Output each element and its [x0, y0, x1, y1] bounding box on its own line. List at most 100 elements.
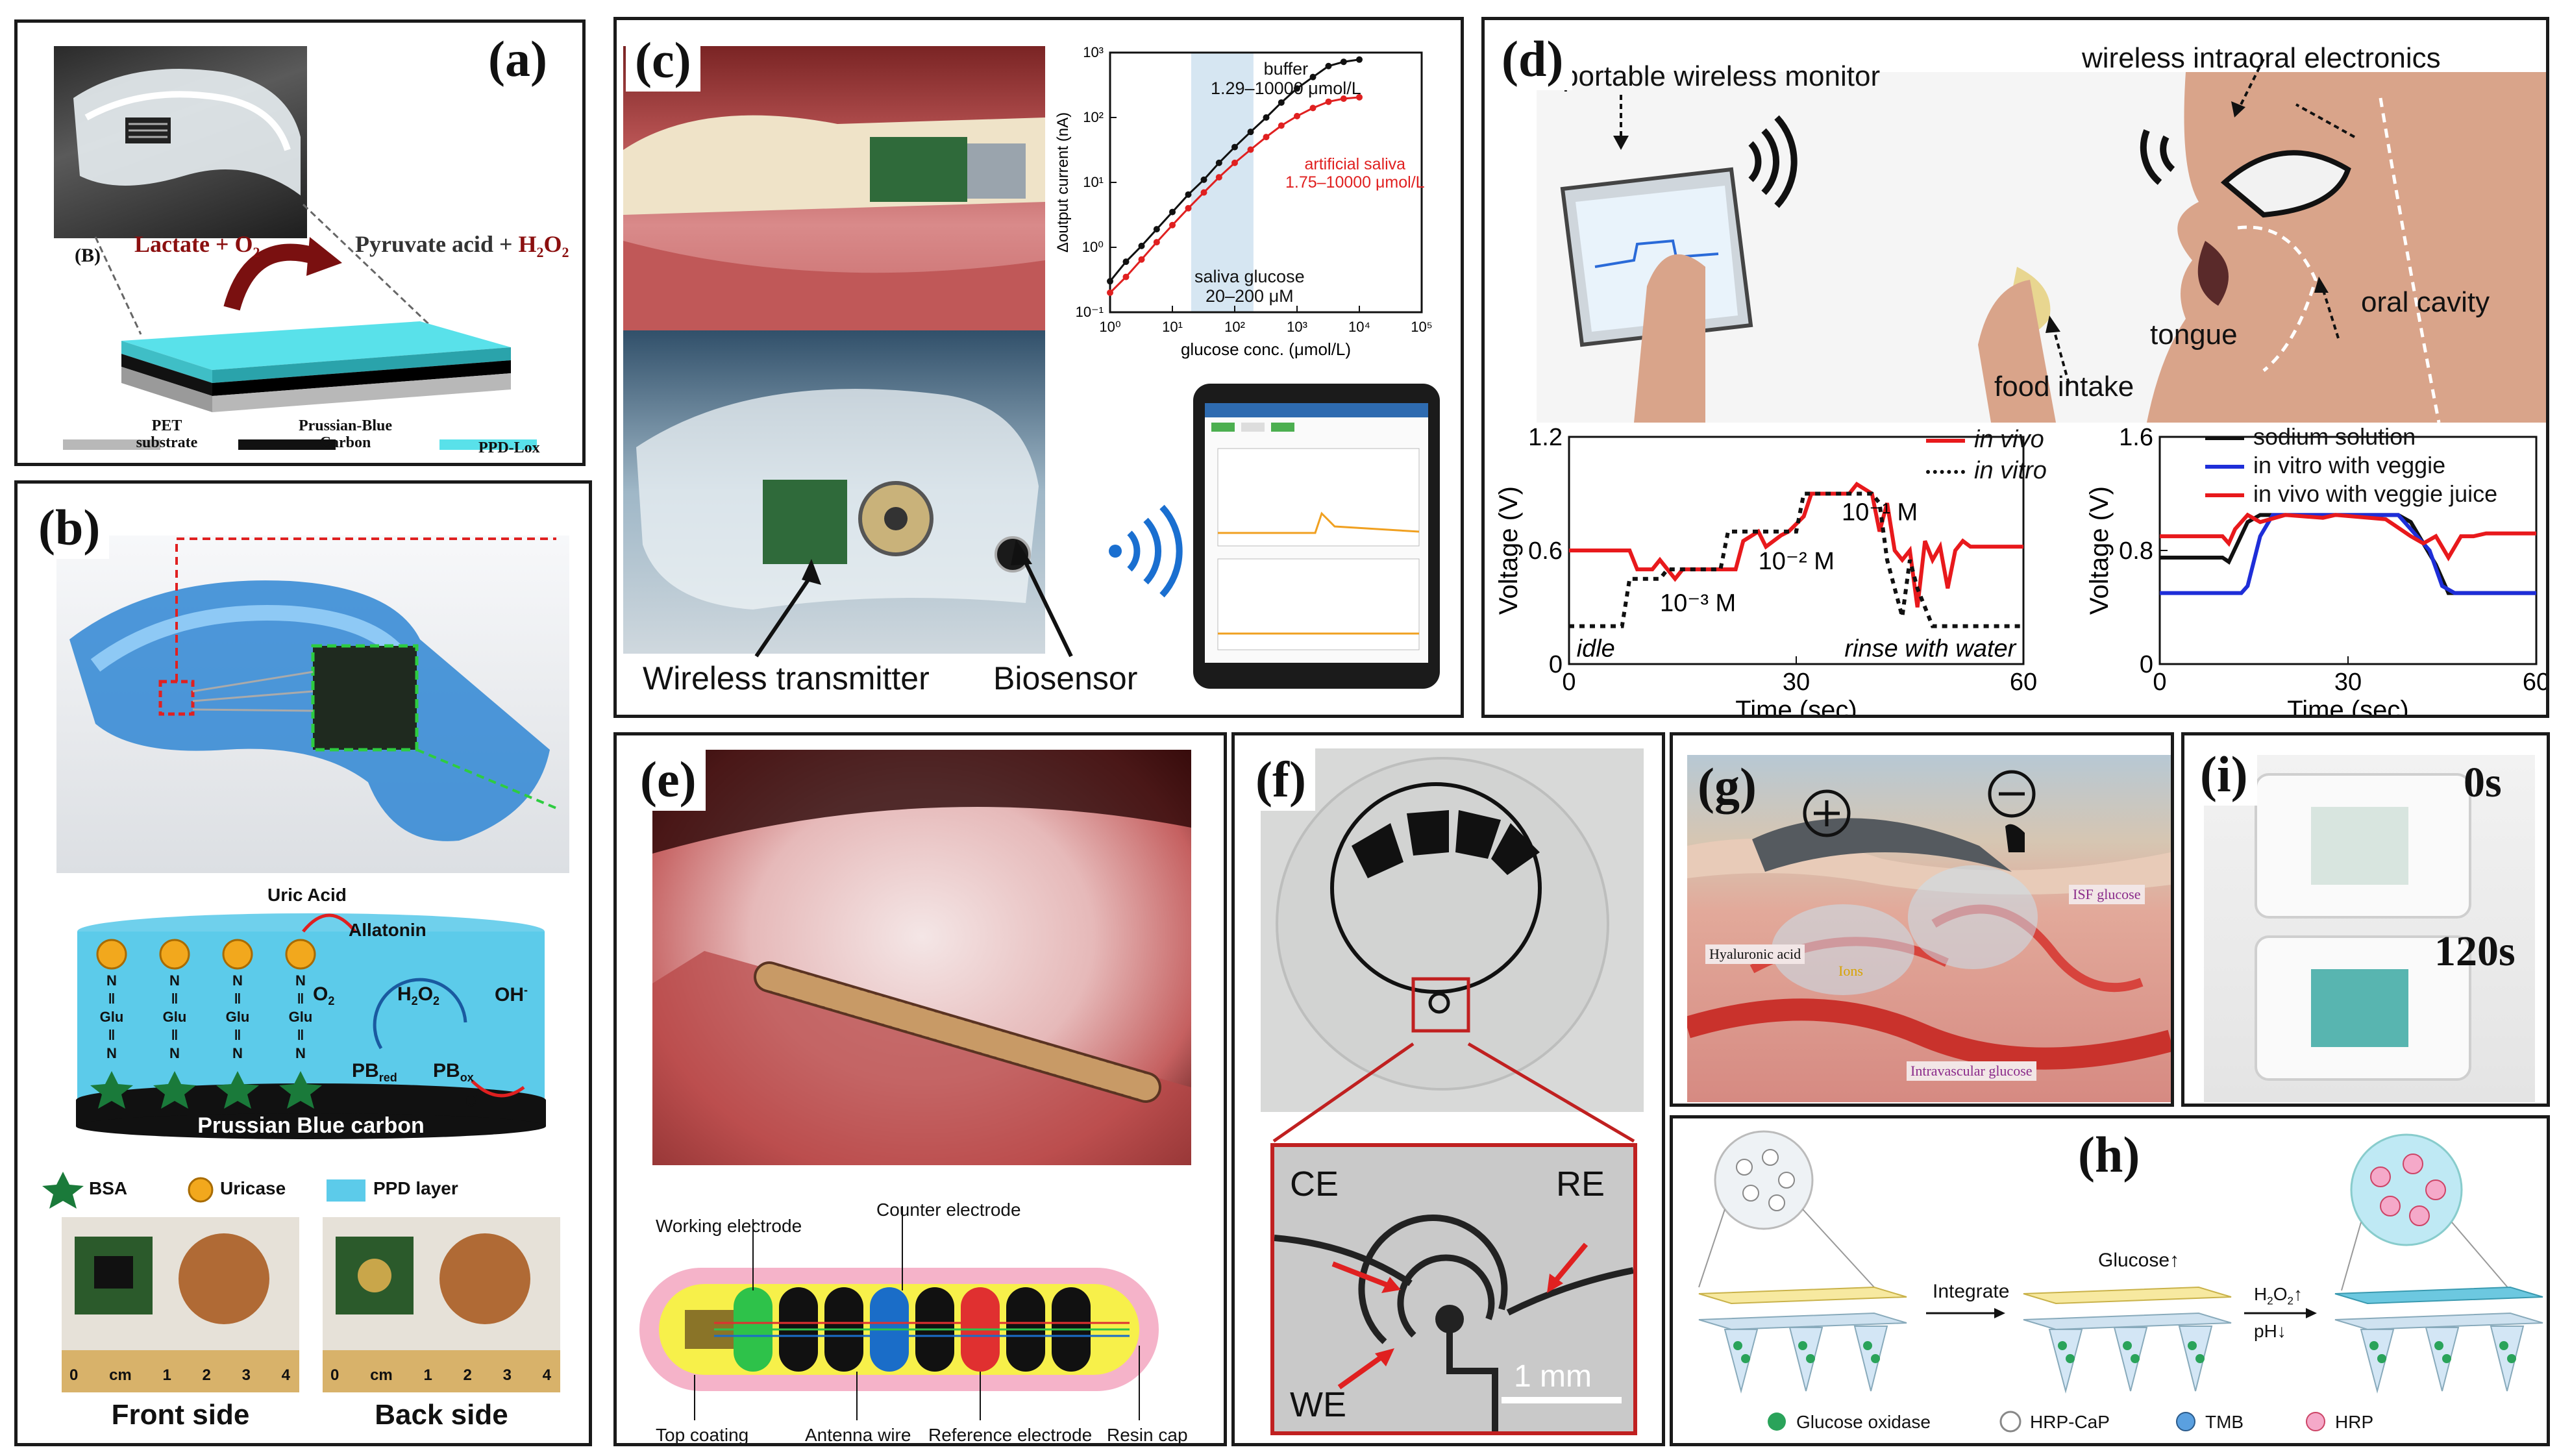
legend-pet: PET substrate — [136, 417, 198, 451]
data-point — [1138, 242, 1145, 249]
data-point — [1263, 114, 1270, 121]
pb-ox-sub: ox — [460, 1071, 474, 1084]
glucose-oxidase-icon — [1768, 1413, 1786, 1431]
h2o2-h-text: H — [2254, 1284, 2268, 1304]
data-point — [1294, 85, 1300, 92]
lens-photo — [1261, 748, 1644, 1112]
biosensor-label: Biosensor — [993, 660, 1138, 697]
data-point — [1122, 258, 1130, 265]
panel-label-d: (d) — [1492, 28, 1573, 90]
glucose-text: Glucose — [2098, 1250, 2170, 1271]
patch-120s — [2311, 969, 2408, 1047]
annotation: idle — [1577, 635, 1615, 662]
hrp-icon — [2306, 1412, 2325, 1431]
data-point — [1356, 93, 1363, 101]
tablet-screen — [1205, 403, 1428, 663]
x-tick-label: 60 — [2010, 669, 2037, 696]
ph-text: pH — [2254, 1321, 2277, 1341]
x-tick-label: 0 — [2153, 669, 2166, 696]
panel-label-g: (g) — [1698, 758, 1757, 814]
panel-a: (a) (B) Lactate + O2 Pyruvate acid + H2O… — [14, 19, 586, 466]
legend-prussian: Prussian-Blue Carbon — [298, 417, 393, 451]
chain-2: N‖Glu‖N — [162, 972, 188, 1063]
ruler-tick-4: 4 — [542, 1366, 551, 1384]
data-point — [1153, 239, 1160, 246]
d-left-legend: in vivo in vitro — [1926, 424, 2047, 486]
lactate-label: Lactate + O2 — [134, 230, 260, 261]
panel-g: (g) Hyaluronic acid Ions ISF glucose Int… — [1670, 732, 2174, 1107]
legend-ppd: PPD-Lox — [478, 439, 540, 456]
face-photo — [1537, 72, 2546, 423]
panel-h: (h) — [1670, 1115, 2550, 1446]
ruler-tick-2: 2 — [202, 1366, 211, 1384]
data-point — [1309, 73, 1317, 80]
data-point — [1138, 256, 1145, 263]
pb-ox-label: PBox — [433, 1060, 474, 1085]
chain-4: N‖Glu‖N — [288, 972, 314, 1063]
patch-illustration — [2255, 773, 2471, 1081]
ppd-lox-layer — [121, 321, 511, 370]
front-side-photo — [62, 1217, 299, 1392]
x-tick-label: 10² — [1224, 319, 1245, 335]
x-tick-label: 10³ — [1287, 319, 1307, 335]
electrode-zoom-photo — [1270, 1143, 1637, 1435]
panel-label-e: (e) — [631, 748, 706, 811]
x-tick-label: 10¹ — [1162, 319, 1183, 335]
we-label: WE — [1290, 1385, 1346, 1424]
y-tick-label: 1.6 — [2119, 424, 2153, 451]
legend-bsa: BSA — [89, 1178, 128, 1198]
chain-glu: Glu — [225, 1009, 250, 1025]
data-point — [1356, 56, 1363, 63]
data-point — [1231, 143, 1238, 151]
blue-mouthguard-illustration — [69, 537, 557, 841]
chain-n-top: N — [106, 972, 117, 989]
retainer-illustration — [636, 389, 1039, 610]
saliva-annotation: artificial saliva 1.75–10000 μmol/L — [1285, 155, 1425, 191]
data-point — [1325, 62, 1332, 69]
panel-b: (b) — [14, 480, 592, 1446]
pb-ox-text: PB — [433, 1060, 460, 1081]
chain-glu: Glu — [288, 1009, 313, 1025]
legend-ppd-layer: PPD layer — [373, 1178, 458, 1198]
x-tick-label: 0 — [1562, 669, 1576, 696]
contact-lens-illustration — [1276, 757, 1609, 1091]
data-point — [1263, 134, 1270, 141]
h2o2-up-label: H2O2↑ — [2254, 1284, 2303, 1307]
time-0s-label: 0s — [2464, 759, 2502, 806]
panel-label-i: (i) — [2191, 743, 2257, 806]
annotation: 10⁻² M — [1759, 548, 1835, 575]
h2o2-label: H2O2 — [397, 983, 440, 1007]
data-point — [1200, 189, 1207, 196]
working-electrode-label: Working electrode — [656, 1216, 802, 1236]
o2-text: O — [313, 983, 328, 1005]
legend-invitro-veggie: in vitro with veggie — [2205, 451, 2497, 480]
oh-text: OH — [495, 984, 524, 1006]
data-point — [1247, 146, 1254, 153]
back-board-illustration — [323, 1217, 560, 1392]
x-tick-label: 30 — [1783, 669, 1810, 696]
data-point — [1153, 226, 1160, 233]
wireless-signal-icon — [1109, 504, 1183, 598]
top-coating-label: Top coating — [656, 1425, 749, 1445]
legend-hrp: HRP — [2335, 1412, 2374, 1432]
re-label: RE — [1556, 1165, 1605, 1203]
data-point — [1340, 58, 1347, 66]
tablet-screen-plots — [1205, 403, 1428, 650]
o2-label: O2 — [313, 983, 335, 1007]
uricase-legend-icon — [188, 1177, 214, 1203]
allatonin-label: Allatonin — [349, 920, 426, 940]
antenna-wire-label: Antenna wire — [805, 1425, 911, 1445]
saliva-range: 1.75–10000 μmol/L — [1285, 173, 1425, 191]
hrp-release-zoom — [2350, 1133, 2463, 1246]
legend-invivo-veggie: in vivo with veggie juice — [2205, 480, 2497, 508]
phone-signal-icon — [1748, 115, 1798, 208]
front-board-illustration — [62, 1217, 299, 1392]
panel-label-c: (c) — [626, 29, 700, 92]
series-line-left-0 — [1569, 481, 2023, 608]
data-point — [1107, 278, 1113, 285]
legend-invitro-veggie-text: in vitro with veggie — [2253, 452, 2446, 478]
x-axis-label: glucose conc. (μmol/L) — [1181, 339, 1351, 359]
panel-d: (d) — [1481, 17, 2549, 718]
